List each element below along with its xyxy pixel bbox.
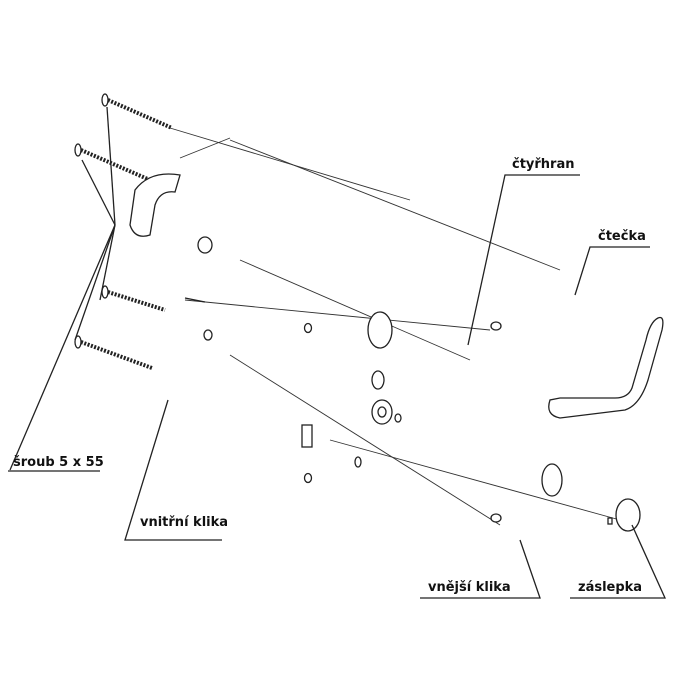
screw-1	[101, 93, 173, 130]
label-inner-handle: vnitřní klika	[140, 515, 229, 530]
label-reader: čtečka	[598, 229, 646, 244]
leader-lines	[8, 106, 667, 599]
screws	[74, 93, 173, 370]
screw-3	[101, 285, 166, 312]
door-body	[301, 311, 402, 484]
assembly-guide-lines	[169, 127, 621, 526]
screw-4	[74, 335, 153, 370]
label-outer-handle: vnější klika	[428, 580, 511, 595]
label-screw: šroub 5 x 55	[13, 455, 104, 470]
label-cover-cap: záslepka	[578, 580, 643, 595]
inner-handle-assembly	[129, 137, 231, 341]
cover-cap	[607, 498, 641, 532]
outer-handle-assembly	[490, 316, 664, 523]
screw-2	[74, 143, 151, 182]
label-square-spindle: čtyřhran	[512, 157, 575, 172]
